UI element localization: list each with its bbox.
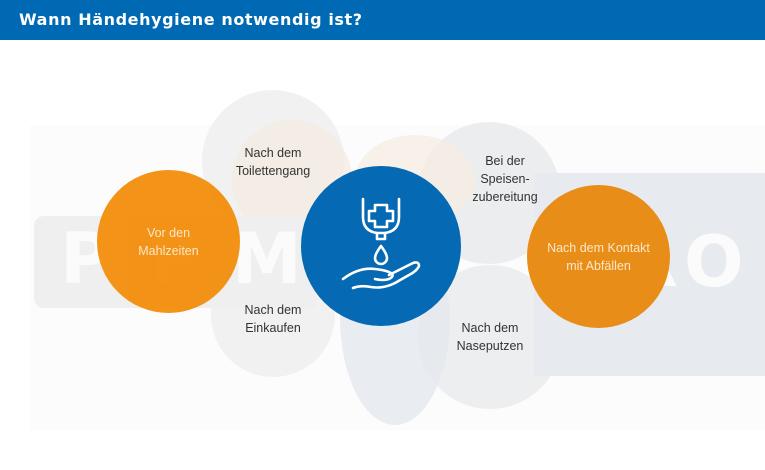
label-after-shopping: Nach dem Einkaufen: [222, 301, 324, 337]
page-title: Wann Händehygiene notwendig ist?: [19, 10, 363, 29]
circle-after-waste-contact: Nach dem Kontakt mit Abfällen: [527, 185, 670, 328]
hand-sanitizer-icon: [341, 197, 421, 290]
label-line: Speisen-: [480, 172, 530, 186]
center-circle: [301, 166, 461, 326]
label-line: Bei der: [485, 154, 525, 168]
label-line: Naseputzen: [456, 339, 524, 353]
watermark-letter: M: [232, 218, 302, 300]
circle-before-meals: Vor den Mahlzeiten: [97, 170, 240, 313]
label-line: Nach dem Kontakt: [547, 240, 650, 255]
header-bar: Wann Händehygiene notwendig ist?: [0, 0, 765, 40]
label-line: mit Abfällen: [566, 258, 631, 273]
circle-label: Vor den Mahlzeiten: [138, 224, 198, 260]
label-line: Einkaufen: [245, 321, 301, 335]
label-line: Nach dem: [461, 321, 519, 335]
label-line: Toilettengang: [235, 164, 311, 178]
label-line: Nach dem: [244, 303, 302, 317]
label-after-nose-blowing: Nach dem Naseputzen: [440, 319, 540, 355]
label-line: Mahlzeiten: [138, 243, 199, 258]
label-line: Vor den: [146, 225, 191, 240]
label-after-toilet: Nach dem Toilettengang: [222, 144, 324, 180]
label-food-prep: Bei der Speisen- zubereitung: [455, 152, 555, 206]
diagram-canvas: P P M P R O Vor den Mahlzeiten Nach dem …: [0, 40, 765, 470]
label-line: Nach dem: [244, 146, 302, 160]
watermark-letter: O: [684, 221, 744, 303]
circle-label: Nach dem Kontakt mit Abfällen: [547, 239, 650, 275]
label-line: zubereitung: [472, 190, 538, 204]
